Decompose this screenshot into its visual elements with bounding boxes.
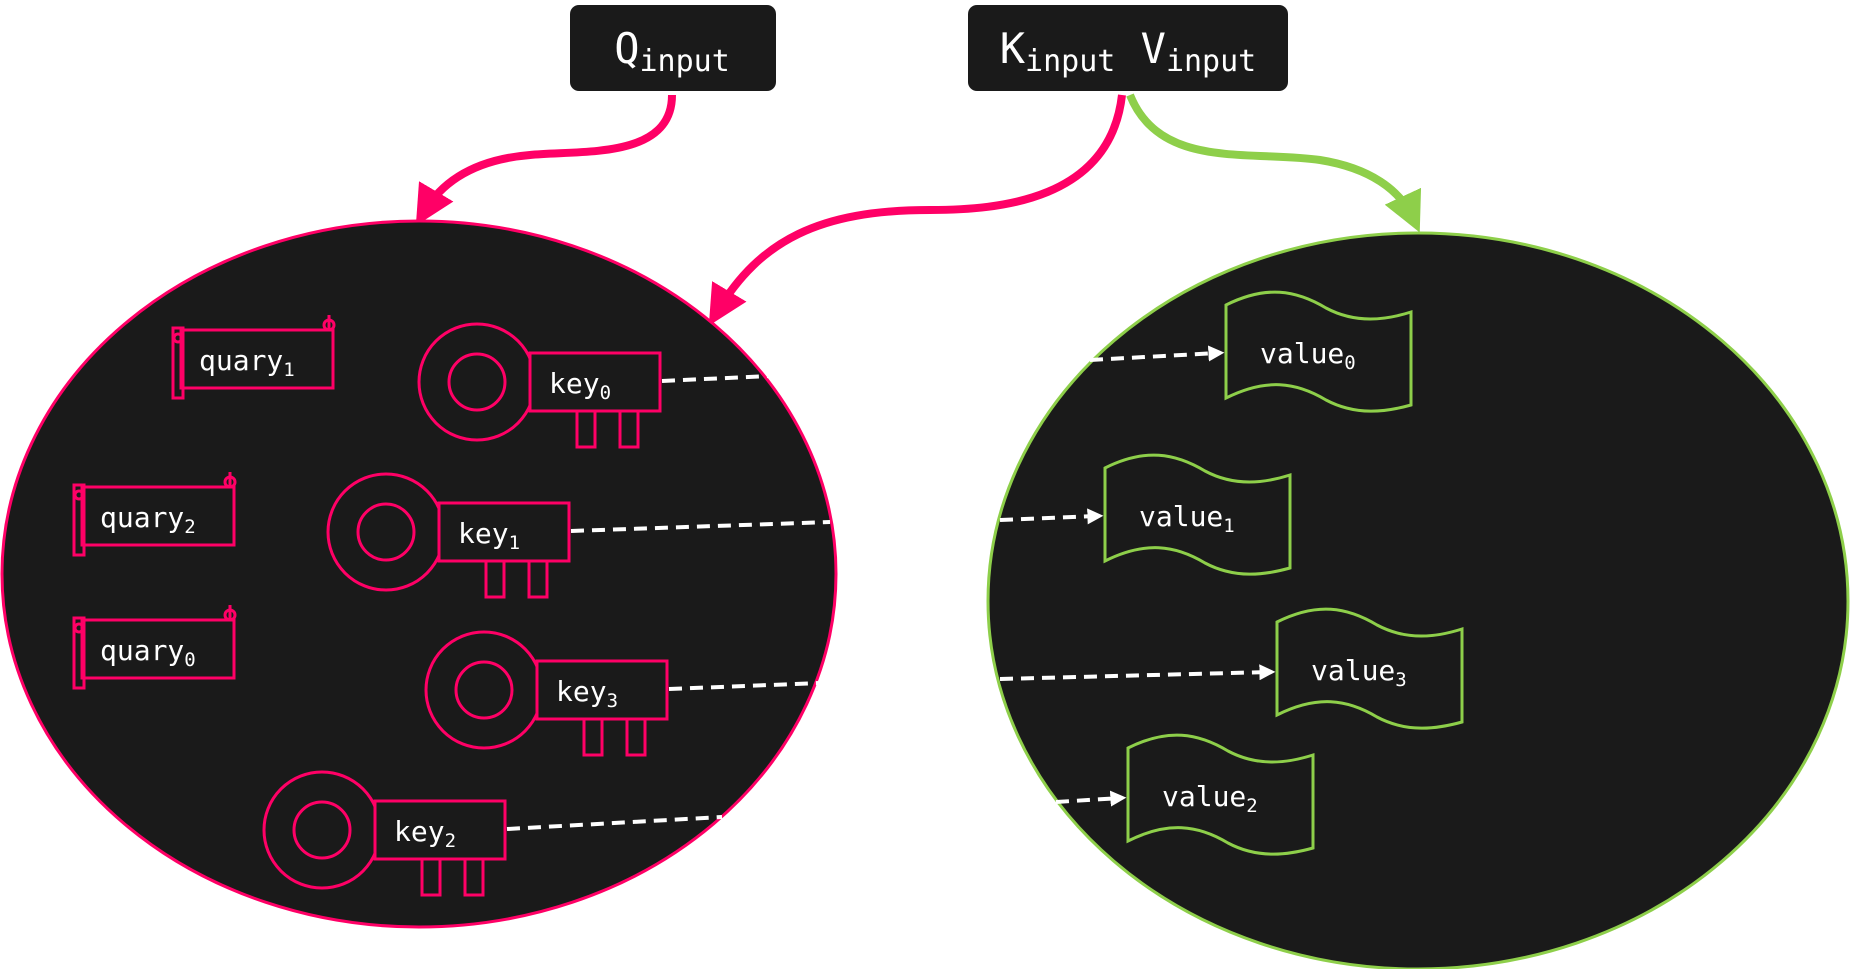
key-link (570, 520, 831, 533)
key-item: key0 (417, 322, 662, 449)
query-sub: 0 (184, 649, 195, 671)
q-label-main: Q (614, 24, 639, 73)
value-label: value (1311, 654, 1395, 687)
kv-input-label: Kinput Vinput (968, 5, 1288, 91)
k-label-sub: input (1025, 44, 1115, 79)
v-label-main: V (1141, 24, 1166, 73)
key-sub: 2 (445, 830, 456, 852)
key-item: key2 (262, 770, 507, 897)
svg-text:Qinput: Qinput (614, 24, 730, 79)
key-label: key (549, 367, 600, 400)
value-sub: 1 (1223, 515, 1234, 537)
query-sub: 1 (283, 359, 294, 381)
value-link (1089, 345, 1225, 362)
value-link (999, 664, 1276, 681)
svg-text:quary0: quary0 (100, 634, 196, 671)
key-icon (424, 630, 669, 757)
key-item: key3 (424, 630, 669, 757)
svg-text:value0: value0 (1260, 337, 1356, 374)
svg-text:value3: value3 (1311, 654, 1407, 691)
key-link (668, 681, 821, 691)
svg-text:key1: key1 (458, 517, 520, 554)
v-label-sub: input (1166, 44, 1256, 79)
key-link (661, 374, 771, 383)
svg-text:quary1: quary1 (199, 344, 295, 381)
banner-icon (1126, 733, 1315, 856)
svg-text:value2: value2 (1162, 780, 1258, 817)
query-item: quary0 (72, 605, 237, 690)
value-sub: 3 (1395, 669, 1406, 691)
value-item: value0 (1224, 290, 1413, 413)
value-link (999, 508, 1104, 525)
key-item: key1 (326, 472, 571, 599)
key-icon (417, 322, 662, 449)
svg-text:key3: key3 (556, 675, 618, 712)
value-label: value (1260, 337, 1344, 370)
banner-icon (1103, 453, 1292, 576)
value-label: value (1162, 780, 1246, 813)
banner-icon (1275, 607, 1464, 730)
v-to-value-arrow (1126, 93, 1422, 233)
key-sub: 0 (600, 382, 611, 404)
value-label: value (1139, 500, 1223, 533)
q-input-label: Qinput (570, 5, 776, 91)
svg-text:value1: value1 (1139, 500, 1235, 537)
key-sub: 3 (607, 690, 618, 712)
key-label: key (556, 675, 607, 708)
query-item: quary2 (72, 472, 237, 557)
value-sub: 2 (1246, 795, 1257, 817)
scroll-icon (72, 605, 237, 690)
key-label: key (394, 815, 445, 848)
scroll-icon (72, 472, 237, 557)
value-item: value3 (1275, 607, 1464, 730)
svg-text:Kinput Vinput: Kinput Vinput (1000, 24, 1257, 79)
k-to-key-arrow (708, 94, 1126, 326)
key-icon (326, 472, 571, 599)
value-item: value1 (1103, 453, 1292, 576)
key-sub: 1 (509, 532, 520, 554)
key-label: key (458, 517, 509, 550)
value-item: value2 (1126, 733, 1315, 856)
svg-text:key2: key2 (394, 815, 456, 852)
k-label-main: K (1000, 24, 1026, 73)
svg-text:key0: key0 (549, 367, 611, 404)
value-link (1055, 790, 1127, 807)
value-sub: 0 (1344, 352, 1355, 374)
scroll-icon (171, 315, 336, 400)
key-icon (262, 770, 507, 897)
value-panel (986, 231, 1850, 969)
banner-icon (1224, 290, 1413, 413)
q-label-sub: input (639, 44, 729, 79)
key-link (506, 815, 723, 831)
query-label: quary (199, 344, 283, 377)
svg-text:quary2: quary2 (100, 501, 196, 538)
query-sub: 2 (184, 516, 195, 538)
q-to-query-arrow (415, 94, 676, 226)
query-label: quary (100, 501, 184, 534)
query-label: quary (100, 634, 184, 667)
query-item: quary1 (171, 315, 336, 400)
